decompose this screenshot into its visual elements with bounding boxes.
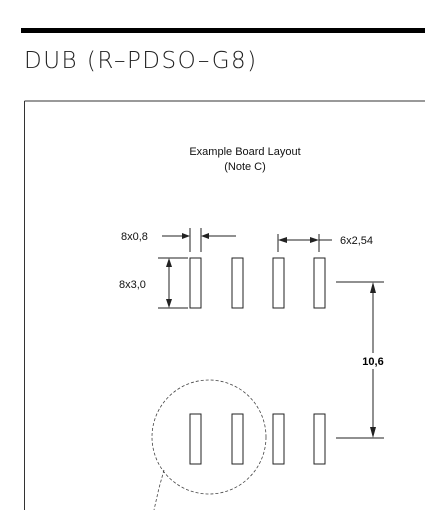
drawing-frame	[24, 100, 425, 510]
pad-pitch-label: 6x2,54	[340, 235, 373, 247]
bottom-pad-row	[189, 413, 326, 465]
layout-title: Example Board Layout	[189, 146, 300, 158]
pad-width-dimension	[162, 228, 236, 252]
pad-height-label: 8x3,0	[119, 279, 146, 291]
pad-top-4	[313, 257, 326, 309]
pad-bottom-1	[189, 413, 202, 465]
pad-top-1	[189, 257, 202, 309]
pad-height-dimension	[158, 257, 188, 309]
pad-bottom-4	[313, 413, 326, 465]
top-rule	[21, 28, 425, 33]
pad-top-3	[272, 257, 285, 309]
pad-bottom-3	[272, 413, 285, 465]
detail-circle	[151, 379, 267, 510]
package-title: DUB (R–PDSO–G8)	[24, 48, 258, 74]
pad-top-2	[231, 257, 244, 309]
pad-bottom-2	[231, 413, 244, 465]
top-pad-row	[189, 257, 326, 309]
layout-note: (Note C)	[224, 161, 266, 173]
row-spacing-label: 10,6	[362, 356, 383, 368]
pad-pitch-dimension	[277, 234, 332, 252]
pad-width-label: 8x0,8	[121, 231, 148, 243]
